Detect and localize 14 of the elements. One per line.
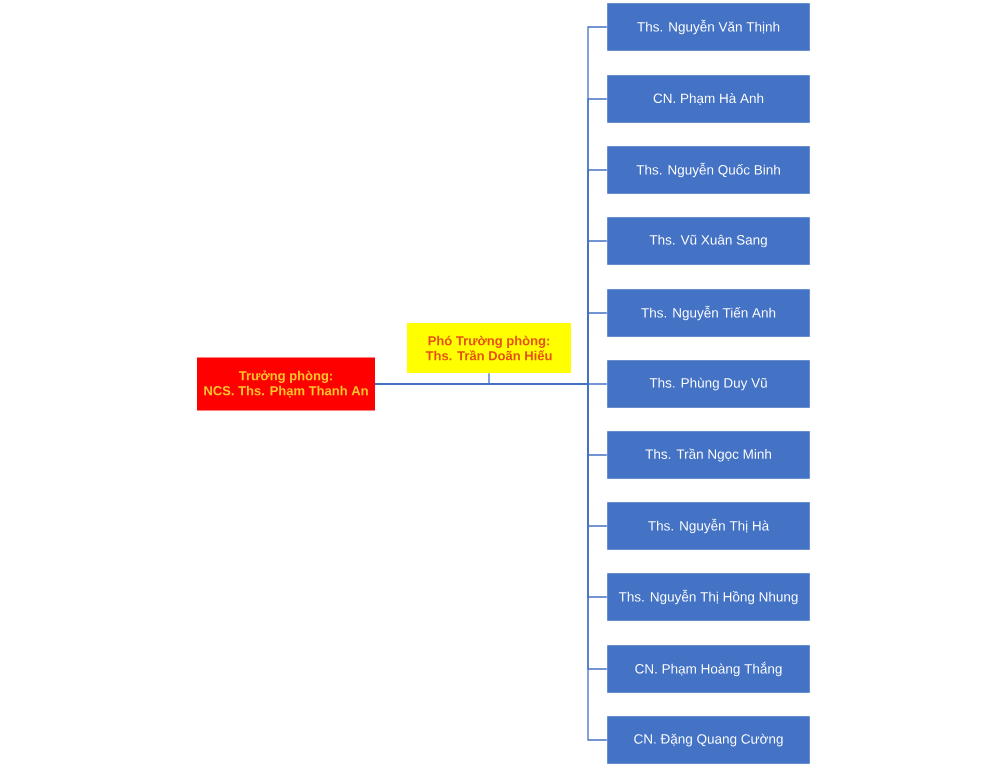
staff-box: Ths. Phùng Duy Vũ [606, 359, 811, 409]
staff-box: Ths. Nguyễn Văn Thịnh [606, 2, 811, 52]
staff-box: Ths. Nguyễn Tiến Anh [606, 288, 811, 338]
staff-box: Ths. Trần Ngọc Minh [606, 430, 811, 480]
deputy-box: Phó Trường phòng: Ths. Trần Doãn Hiếu [407, 323, 571, 373]
staff-box: CN. Phạm Hoàng Thắng [606, 644, 811, 694]
head-box: Trưởng phòng: NCS. Ths. Phạm Thanh An [197, 357, 375, 411]
staff-box: CN. Đặng Quang Cường [606, 715, 811, 765]
staff-box: Ths. Nguyễn Thị Hồng Nhung [606, 572, 811, 622]
staff-box: Ths. Vũ Xuân Sang [606, 216, 811, 266]
staff-box: Ths. Nguyễn Thị Hà [606, 501, 811, 551]
staff-box: Ths. Nguyễn Quốc Binh [606, 145, 811, 195]
staff-box: CN. Phạm Hà Anh [606, 74, 811, 124]
connector-line [374, 383, 608, 741]
